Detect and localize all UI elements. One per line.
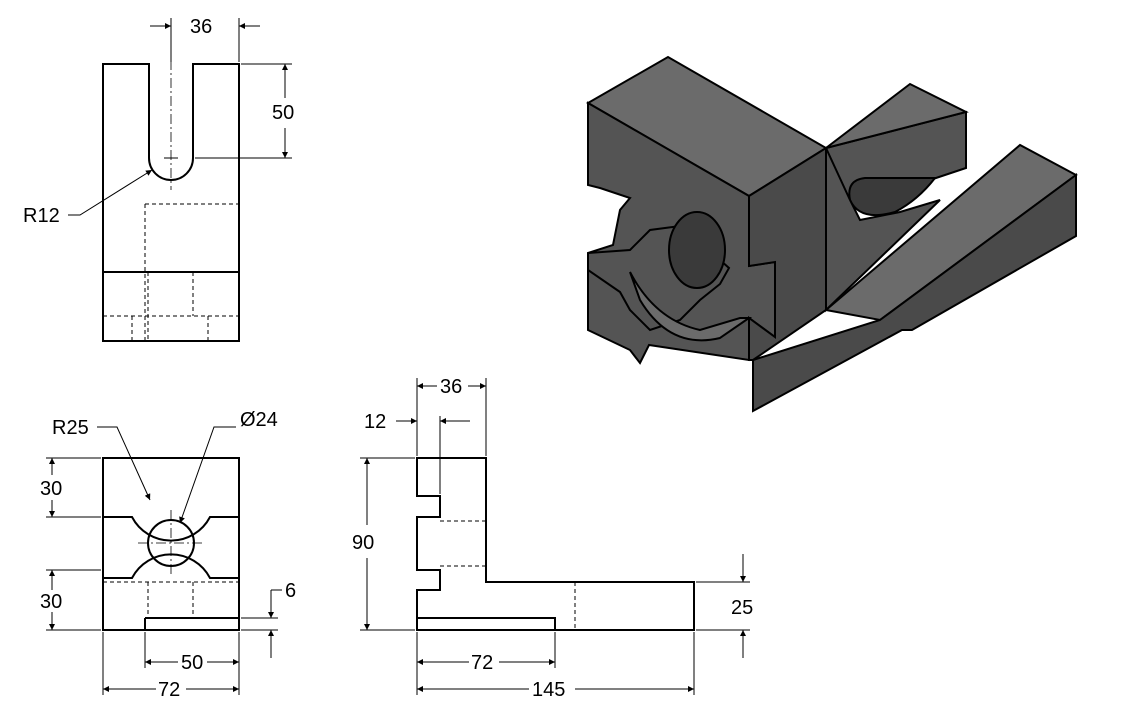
front-outline	[102, 63, 240, 342]
top-dim-72: 72	[158, 679, 180, 701]
top-dim-30-lower: 30	[40, 591, 62, 613]
side-dim-25: 25	[731, 597, 753, 619]
side-hidden-lines	[417, 495, 576, 630]
front-view: 36 50 R12	[23, 16, 294, 342]
top-view: 30 30 R25 Ø24 6 50 72	[40, 409, 296, 701]
iso-bore	[668, 211, 726, 289]
iso-lower-arc	[629, 271, 753, 342]
side-recess	[417, 617, 556, 630]
side-dim-12: 12	[364, 411, 386, 433]
top-outline	[102, 457, 240, 631]
side-dim-72: 72	[471, 652, 493, 674]
iso-plate-top	[825, 82, 969, 149]
side-dim-145: 145	[532, 679, 565, 701]
side-outline	[416, 457, 695, 631]
front-dim-36: 36	[190, 16, 212, 38]
top-hidden-lines	[103, 581, 239, 618]
iso-block-right	[748, 146, 827, 361]
top-dim-50: 50	[181, 652, 203, 674]
top-dim-6: 6	[285, 580, 296, 602]
iso-arm-side	[752, 173, 1077, 413]
side-dim-90: 90	[352, 532, 374, 554]
top-dim-30-upper: 30	[40, 478, 62, 500]
top-upper-arc	[103, 516, 239, 542]
side-dim-36: 36	[440, 376, 462, 398]
front-hidden-lines	[103, 203, 239, 341]
front-dim-50: 50	[272, 102, 294, 124]
iso-slot	[848, 177, 938, 216]
front-dim-r12: R12	[23, 205, 60, 227]
top-dim-dia24: Ø24	[240, 409, 278, 431]
top-dim-r25: R25	[52, 417, 89, 439]
side-view: 36 12 90 25 72 145	[352, 376, 753, 701]
isometric-view	[585, 55, 1078, 413]
